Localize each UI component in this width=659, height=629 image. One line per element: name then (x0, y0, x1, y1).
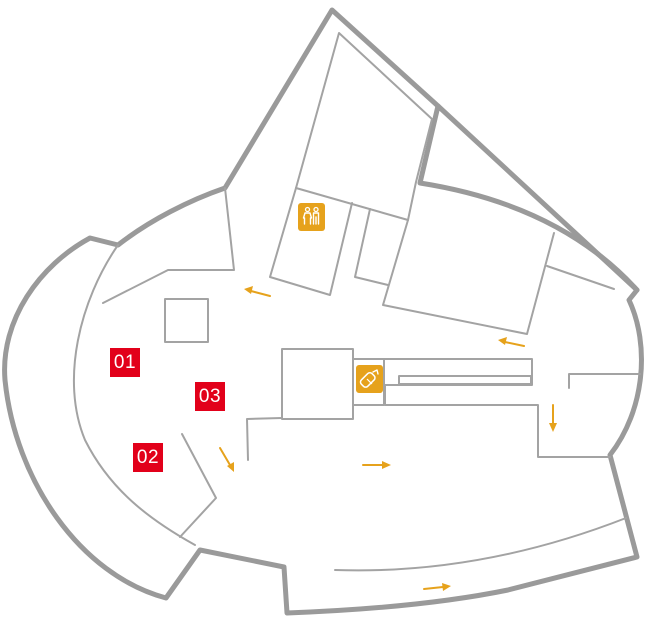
wall-narrow-room-b (382, 219, 555, 335)
arrow-right-bottom (423, 583, 451, 591)
wall-diagonal-left (179, 433, 217, 538)
wall-upper-room (295, 32, 433, 221)
wall-right-wedge (546, 265, 615, 290)
arrow-down-diagonal (219, 447, 234, 472)
walkway-arrows (219, 286, 557, 591)
outer-wall-inner-corner (417, 103, 640, 293)
wall-right-branch (568, 373, 641, 389)
outer-wall-main (2, 7, 644, 616)
restroom-icon[interactable] (298, 203, 325, 231)
building-outline (2, 7, 644, 616)
wall-left-upper (102, 187, 235, 304)
wall-center-block (281, 348, 354, 420)
wall-bottom-curve (334, 517, 627, 572)
arrow-down-right (549, 404, 557, 432)
wall-narrow-room-a (354, 208, 389, 286)
arrow-right-center (362, 461, 391, 469)
wall-extinguisher-bay (352, 358, 385, 406)
fire-extinguisher-icon[interactable] (356, 365, 383, 393)
wall-lower-left (246, 417, 283, 461)
wall-left-curve (73, 244, 196, 546)
location-marker-02[interactable]: 02 (133, 443, 163, 472)
location-marker-03[interactable]: 03 (195, 382, 225, 411)
location-marker-01[interactable]: 01 (110, 348, 140, 377)
interior-walls (73, 32, 641, 572)
wall-restroom-room (269, 187, 353, 296)
wall-counter-slot (398, 375, 532, 385)
arrow-left-right (498, 337, 525, 347)
pillar-room (164, 298, 209, 343)
arrow-left-upper (244, 286, 271, 297)
